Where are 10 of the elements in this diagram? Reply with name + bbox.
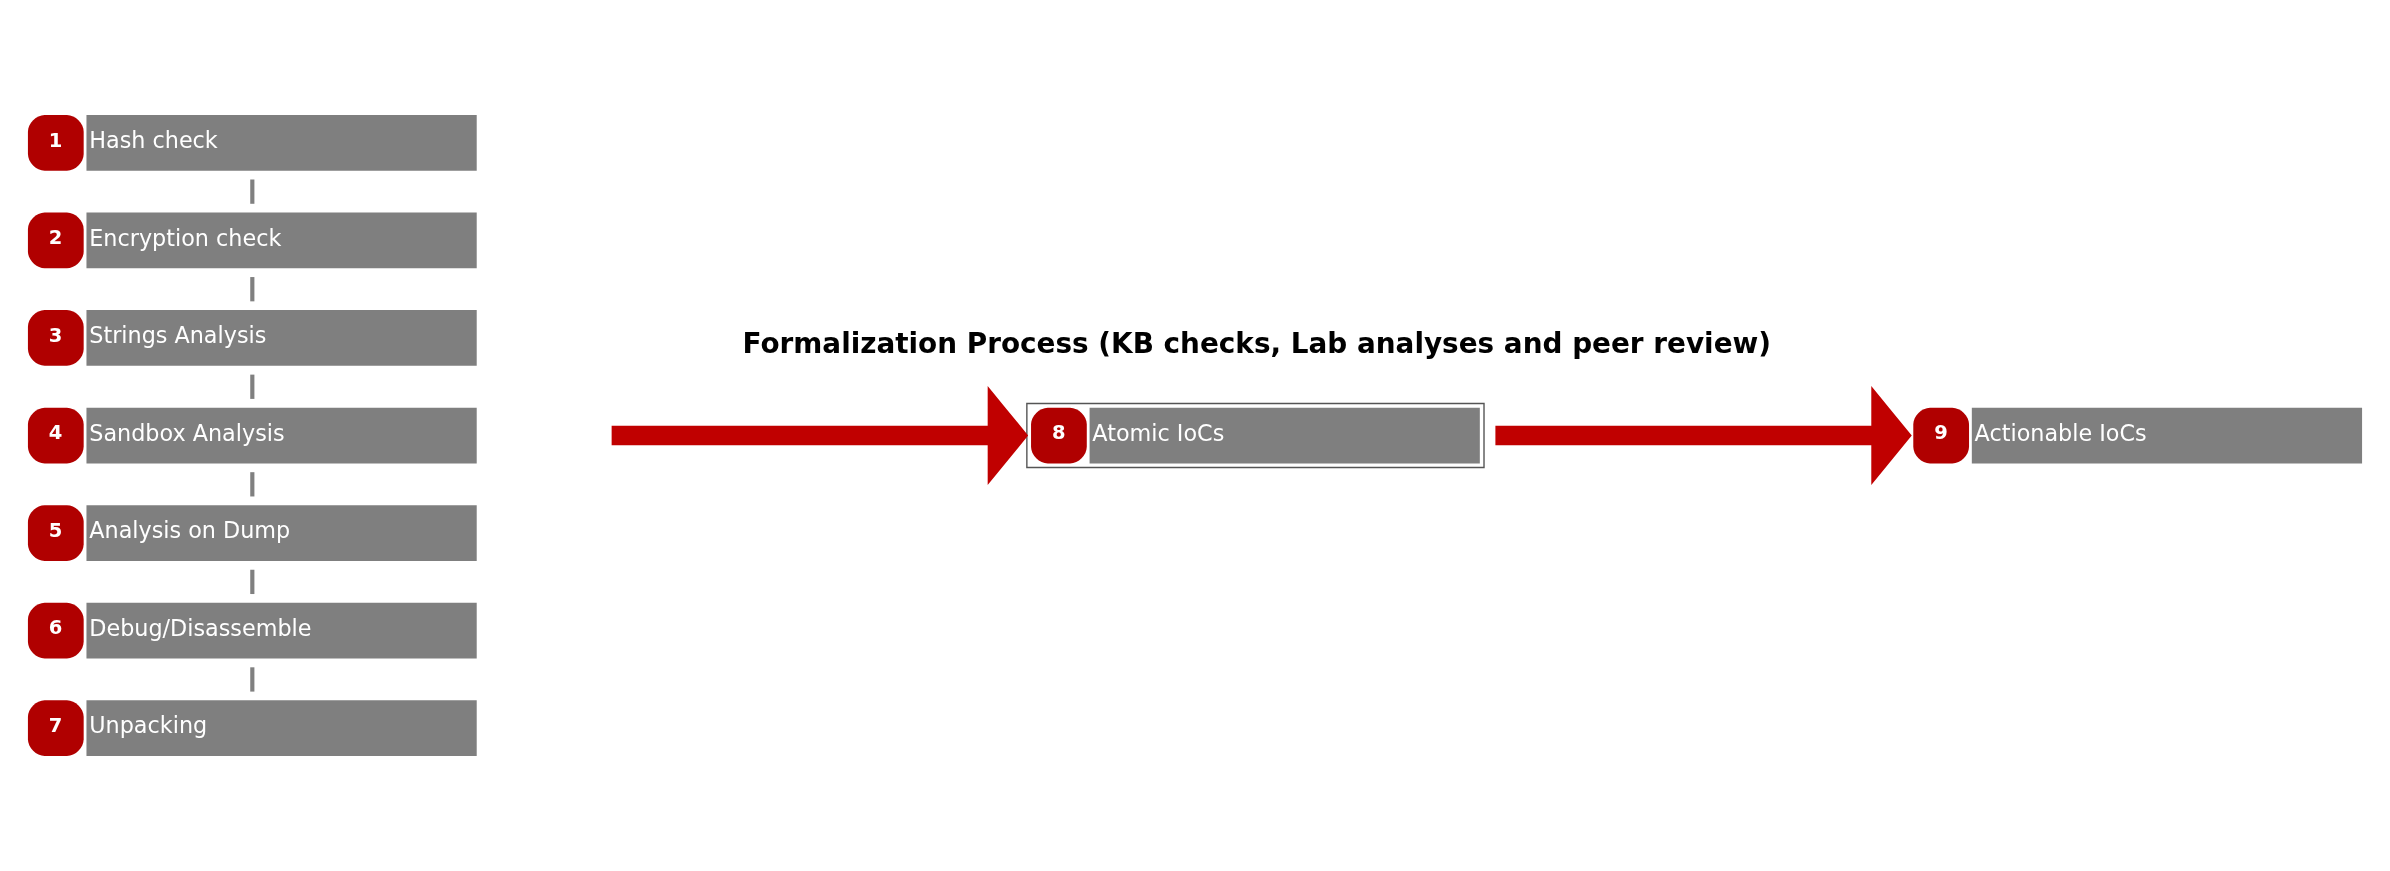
- connector: [250, 374, 255, 399]
- connector: [250, 667, 255, 692]
- node-box: 8 Atomic IoCs: [1026, 402, 1485, 469]
- connector: [250, 179, 255, 204]
- connector: [250, 569, 255, 595]
- label: Formalization Process (KB checks, Lab analyses and peer review): [742, 327, 1772, 361]
- connector: [250, 472, 255, 497]
- arrow: [611, 385, 1029, 486]
- arrow: [1495, 385, 1912, 486]
- connector: [250, 277, 255, 302]
